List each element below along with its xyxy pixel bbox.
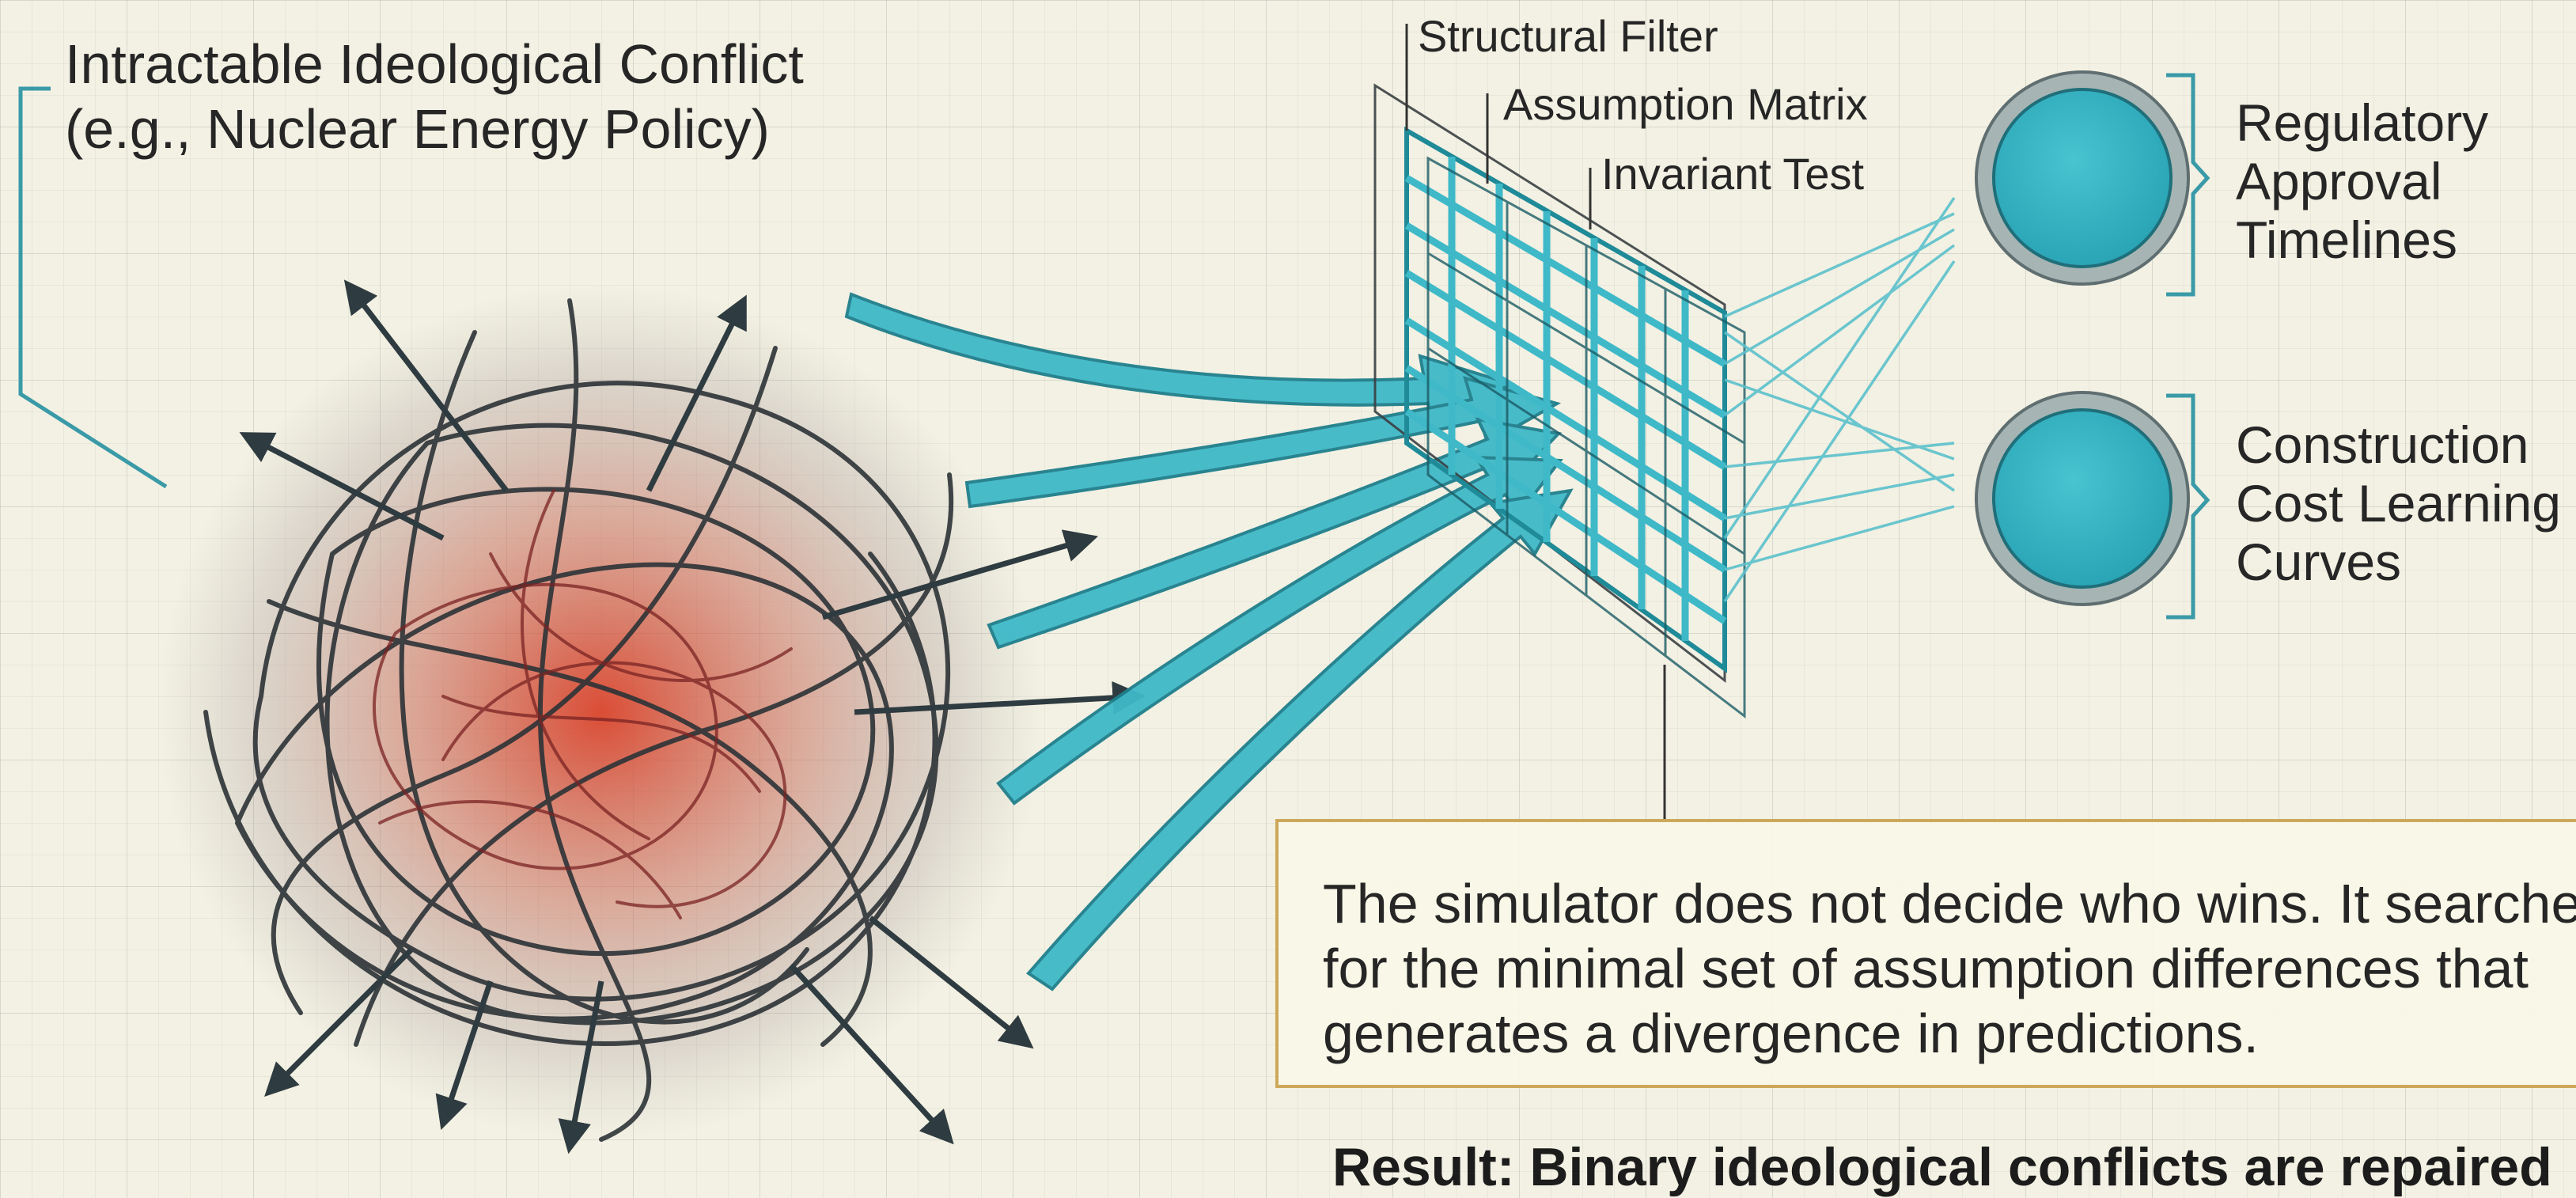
output-node-construction [1975,391,2190,606]
flow-arrow [964,376,1562,509]
conflict-title: Intractable Ideological Conflict (e.g., … [65,32,804,161]
output-label-line: Regulatory [2236,93,2489,152]
structural-filter-layer [1373,83,1726,684]
output-label-line: Timelines [2236,210,2457,269]
output-label-construction: Construction Cost Learning Curves [2236,415,2561,591]
conflict-bracket [18,86,168,489]
output-label-line: Curves [2236,533,2402,591]
caption-line1: The simulator does not decide who wins. … [1323,873,2576,935]
caption-line2: for the minimal set of assumption differ… [1323,938,2529,999]
conflict-title-line1: Intractable Ideological Conflict [65,33,804,95]
caption-line3: generates a divergence in predictions. [1323,1003,2259,1064]
output-label-line: Cost Learning [2236,474,2561,533]
assumption-matrix-layer [1404,126,1727,673]
flow-arrow [844,292,1516,430]
structural-filter-label: Structural Filter [1418,11,1718,61]
caption-box: The simulator does not decide who wins. … [1275,819,2576,1088]
flow-arrows [844,292,1574,991]
conflict-tangle [158,279,1146,1154]
output-node-regulatory [1975,70,2190,286]
invariant-test-label: Invariant Test [1601,149,1865,199]
output-label-regulatory: Regulatory Approval Timelines [2236,93,2488,269]
output-label-line: Construction [2236,415,2529,474]
conflict-title-line2: (e.g., Nuclear Energy Policy) [65,98,770,160]
result-text: Result: Binary ideological conflicts are… [1332,1137,2552,1197]
flow-arrow [1025,488,1574,991]
output-brackets [2166,73,2210,620]
output-label-line: Approval [2236,152,2442,210]
flow-arrow [996,455,1563,806]
invariant-test-layer [1426,156,1746,719]
filter-grid [1373,83,1746,719]
connection-lines [1723,197,1956,602]
assumption-matrix-label: Assumption Matrix [1503,79,1868,129]
leader-lines [1405,24,1666,819]
